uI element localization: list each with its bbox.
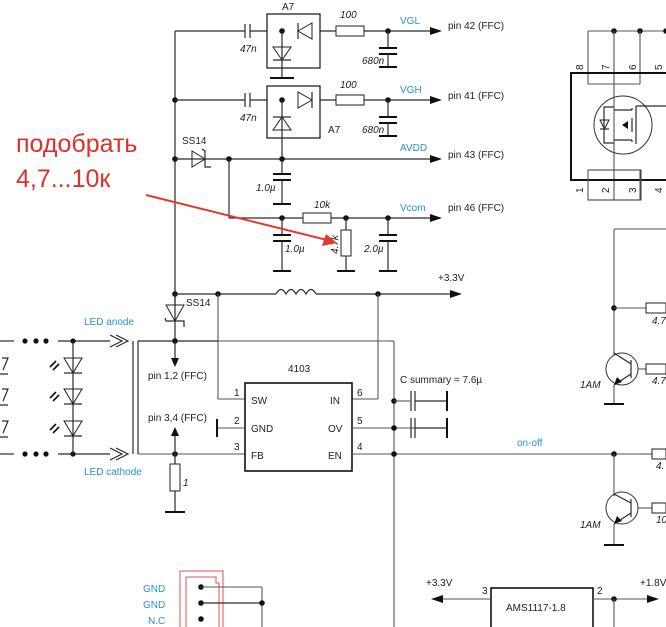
ss14-supply-label: SS14 [186,298,211,309]
q1-res-2-label: 4.7 [652,376,666,387]
a7-module-1-label: A7 [282,2,295,13]
chip-pin-gnd: GND [251,424,273,435]
net-vgl-label: VGL [400,16,420,27]
led-cathode-label: LED cathode [84,467,142,478]
chip-pin-en: EN [328,451,342,462]
c-summary-label: C summary = 7.6µ [400,375,482,386]
cap-680n-1-label: 680n [362,56,385,67]
q2-res-2-label: 10 [656,515,666,526]
regulator-pin-in: 3 [482,586,488,597]
chip-pin-fb: FB [251,451,264,462]
q1-label: 1AM [580,380,601,391]
sense-res-label: 1 [183,478,189,489]
mosfet-pin-5: 5 [654,64,665,70]
res-4-7k-label: 4.7k [330,234,341,254]
cap-vcom-2-label: 2.0µ [363,244,384,255]
chip-pin-in: IN [330,396,340,407]
annotation-line-1: подобрать [16,130,137,158]
chip-pin-3-num: 3 [234,442,240,453]
annotation-line-2: 4,7...10к [16,165,111,193]
chip-name-label: 4103 [288,364,311,375]
chip-pin-1-num: 1 [234,388,240,399]
res-10k-label: 10k [314,200,331,211]
q1-res-1-label: 4.7 [652,316,666,327]
mosfet-pin-8: 8 [575,64,586,70]
vgh-branch: 47n A7 100 680n VGH pin 41 (FFC) [172,80,504,157]
connector-pin-1: GND [143,584,165,595]
connector-pin-3: N.C [148,616,165,627]
net-vgh-label: VGH [400,85,422,96]
mosfet-package: 8 7 6 5 1 2 3 4 [570,28,666,201]
vgl-branch: 47n A7 100 680n VGL pin 42 (FFC) [174,2,504,320]
mosfet-pin-3: 3 [628,187,639,193]
cap-vcom-1-label: 1.0µ [285,244,305,255]
chip-pin-2-num: 2 [234,416,240,427]
mosfet-pin-6: 6 [628,64,639,70]
pin-42-label: pin 42 (FFC) [448,21,504,32]
led-string: LED anode LED cathode pin 1,2 (FFC) pin … [0,317,390,513]
cap-680n-2-label: 680n [362,125,385,136]
chip-pin-5-num: 5 [357,416,363,427]
pin-46-label: pin 46 (FFC) [448,203,504,214]
regulator-ams1117: AMS1117-1.8 +3.3V 3 +1.8V 2 [426,578,666,627]
mosfet-pin-7: 7 [601,64,612,70]
on-off-label: on-off [517,438,543,449]
mosfet-pin-4: 4 [654,187,665,193]
regulator-in-net: +3.3V [426,578,453,589]
vcom-branch: 1.0µ 10k 4.7k 2.0µ Vcom pin 46 (FFC) [228,159,504,272]
pin-3-4-label: pin 3,4 (FFC) [148,413,207,424]
net-avdd-label: AVDD [400,143,427,154]
a7-module-2-label: A7 [328,125,341,136]
red-annotation: подобрать 4,7...10к [0,118,337,246]
avdd-branch: SS14 1.0µ AVDD pin 43 (FFC) [172,136,504,205]
regulator-name: AMS1117-1.8 [506,603,566,614]
connector: GND GND N.C [143,570,265,627]
led-anode-label: LED anode [84,317,134,328]
connector-pin-2: GND [143,600,165,611]
supply-3v3: +3.3V SS14 [164,273,465,400]
chip-4103: 4103 1 2 3 SW GND FB 6 5 4 IN OV EN C su… [216,340,640,627]
regulator-pin-out: 2 [597,586,603,597]
chip-pin-6-num: 6 [357,388,363,399]
res-100-1-label: 100 [340,10,357,21]
cap-avdd-label: 1.0µ [256,183,276,194]
transistor-q1: 4.7 4.7 1AM [580,228,666,405]
mosfet-pin-2: 2 [601,187,612,193]
annotation-arrowhead [322,234,337,246]
pin-43-label: pin 43 (FFC) [448,150,504,161]
led-1 [49,357,83,374]
net-3v3-label: +3.3V [438,273,465,284]
cap-47n-2-label: 47n [240,113,257,124]
q2-label: 1AM [580,520,601,531]
chip-pin-sw: SW [251,396,268,407]
mosfet-pin-1: 1 [575,187,586,193]
pin-1-2-label: pin 1,2 (FFC) [148,371,207,382]
ss14-avdd-label: SS14 [182,136,207,147]
net-vcom-label: Vcom [400,203,426,214]
led-3 [49,420,83,437]
chip-pin-4-num: 4 [357,442,363,453]
q2-res-1-label: 4. [656,461,664,472]
regulator-out-net: +1.8V [640,578,666,589]
led-2 [49,388,83,405]
pin-41-label: pin 41 (FFC) [448,91,504,102]
res-100-2-label: 100 [340,80,357,91]
transistor-q2: 4. 10 1AM [580,448,666,546]
cap-47n-1-label: 47n [240,44,257,55]
chip-pin-ov: OV [328,424,343,435]
